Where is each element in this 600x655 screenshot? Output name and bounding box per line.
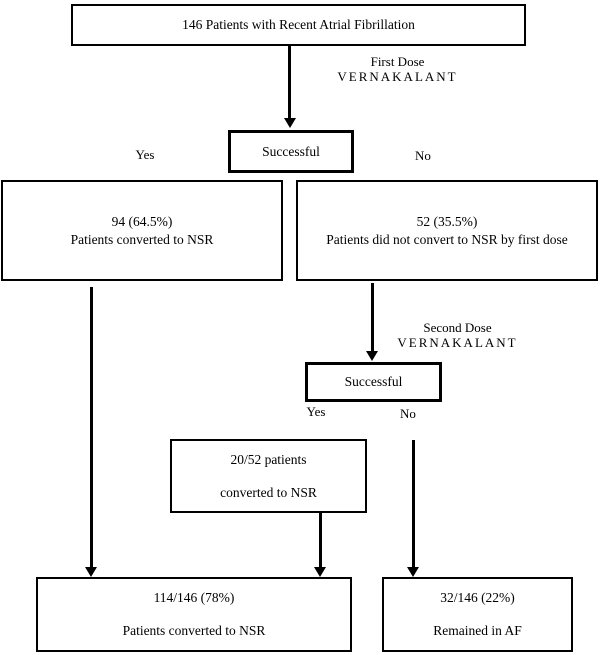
arrow-second-yes-to-total-converted-line: [319, 513, 322, 567]
box-total-patients: 146 Patients with Recent Atrial Fibrilla…: [71, 4, 526, 46]
box-converted-second-dose-count: 20/52 patients: [230, 451, 307, 467]
arrow-first-dose-head: [284, 118, 296, 128]
label-second-dose-line1: Second Dose: [423, 320, 492, 335]
arrow-yes-to-total-converted-line: [90, 287, 93, 567]
box-successful-first-dose: Successful: [228, 130, 354, 173]
box-remained-af-count: 32/146 (22%): [440, 590, 515, 606]
box-remained-af-desc: Remained in AF: [433, 623, 522, 638]
box-total-patients-text: 146 Patients with Recent Atrial Fibrilla…: [182, 17, 415, 33]
box-converted-first-dose: 94 (64.5%) Patients converted to NSR: [1, 180, 283, 281]
arrow-second-yes-to-total-converted-head: [314, 567, 326, 577]
arrow-second-no-to-remained-af-head: [407, 567, 419, 577]
box-converted-first-dose-count: 94 (64.5%): [111, 213, 173, 229]
label-second-dose: Second Dose VERNAKALANT: [395, 320, 520, 351]
arrow-second-no-to-remained-af-line: [412, 440, 415, 567]
box-successful-second-dose-text: Successful: [344, 374, 403, 390]
box-converted-first-dose-desc: Patients converted to NSR: [70, 231, 214, 247]
box-not-converted-first-dose-desc: Patients did not convert to NSR by first…: [326, 231, 568, 247]
label-second-dose-line2: VERNAKALANT: [397, 335, 518, 351]
box-total-converted-count: 114/146 (78%): [153, 590, 235, 606]
box-total-converted: 114/146 (78%) Patients converted to NSR: [36, 577, 352, 652]
label-first-yes: Yes: [135, 147, 155, 162]
box-not-converted-first-dose-count: 52 (35.5%): [416, 213, 478, 229]
label-first-no: No: [415, 148, 431, 163]
box-successful-second-dose: Successful: [305, 362, 442, 402]
box-converted-second-dose-desc: converted to NSR: [220, 484, 317, 500]
box-remained-af: 32/146 (22%) Remained in AF: [382, 577, 573, 652]
label-first-dose-line2: VERNAKALANT: [337, 69, 458, 85]
box-not-converted-first-dose: 52 (35.5%) Patients did not convert to N…: [296, 180, 598, 281]
arrow-first-dose-line: [288, 46, 291, 120]
arrow-second-dose-head: [366, 351, 378, 361]
label-first-dose-line1: First Dose: [370, 54, 425, 69]
label-second-yes: Yes: [306, 404, 326, 419]
box-successful-first-dose-text: Successful: [262, 143, 320, 159]
box-total-converted-desc: Patients converted to NSR: [122, 623, 266, 638]
arrow-yes-to-total-converted-head: [85, 567, 97, 577]
box-converted-second-dose: 20/52 patients converted to NSR: [170, 439, 367, 513]
label-first-dose: First Dose VERNAKALANT: [335, 54, 460, 85]
label-second-no: No: [400, 406, 416, 421]
arrow-second-dose-line: [371, 283, 374, 351]
